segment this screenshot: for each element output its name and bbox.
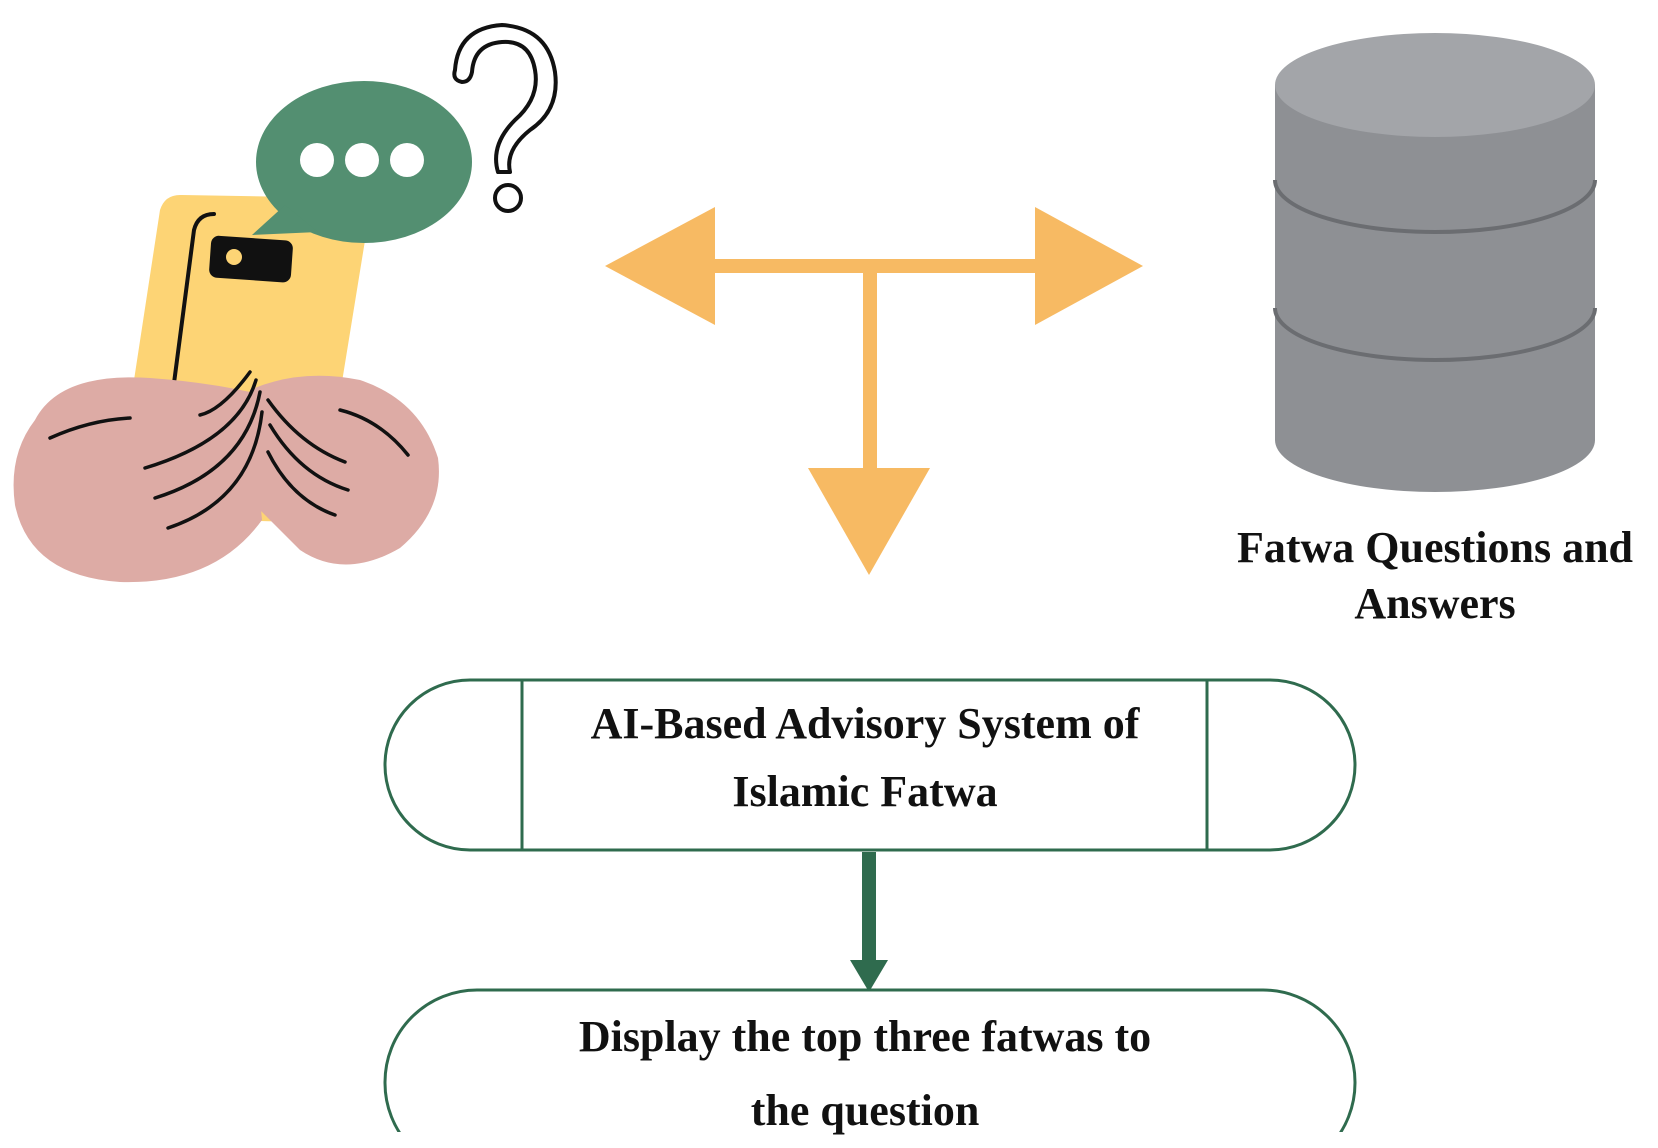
person-phone-illustration [13,23,558,583]
database-label: Fatwa Questions and Answers [1215,520,1655,632]
question-mark-icon [452,23,558,213]
advisory-system-label-line2: Islamic Fatwa [732,767,998,816]
three-way-arrow-icon [605,207,1143,575]
advisory-system-label-line1: AI-Based Advisory System of [590,699,1140,748]
advisory-system-process-shape [383,678,1357,852]
database-label-line2: Answers [1354,579,1516,628]
output-label-line2: the question [750,1086,980,1135]
speech-bubble-icon [252,81,472,243]
database-icon [1273,33,1597,492]
output-terminal-shape [383,988,1357,1132]
flow-arrow-down-icon [850,852,888,992]
output-label: Display the top three fatwas to the ques… [445,1000,1285,1148]
database-label-line1: Fatwa Questions and [1236,523,1634,572]
advisory-system-label: AI-Based Advisory System of Islamic Fatw… [520,690,1210,826]
hands-icon [13,370,439,583]
output-label-line1: Display the top three fatwas to [578,1012,1152,1061]
